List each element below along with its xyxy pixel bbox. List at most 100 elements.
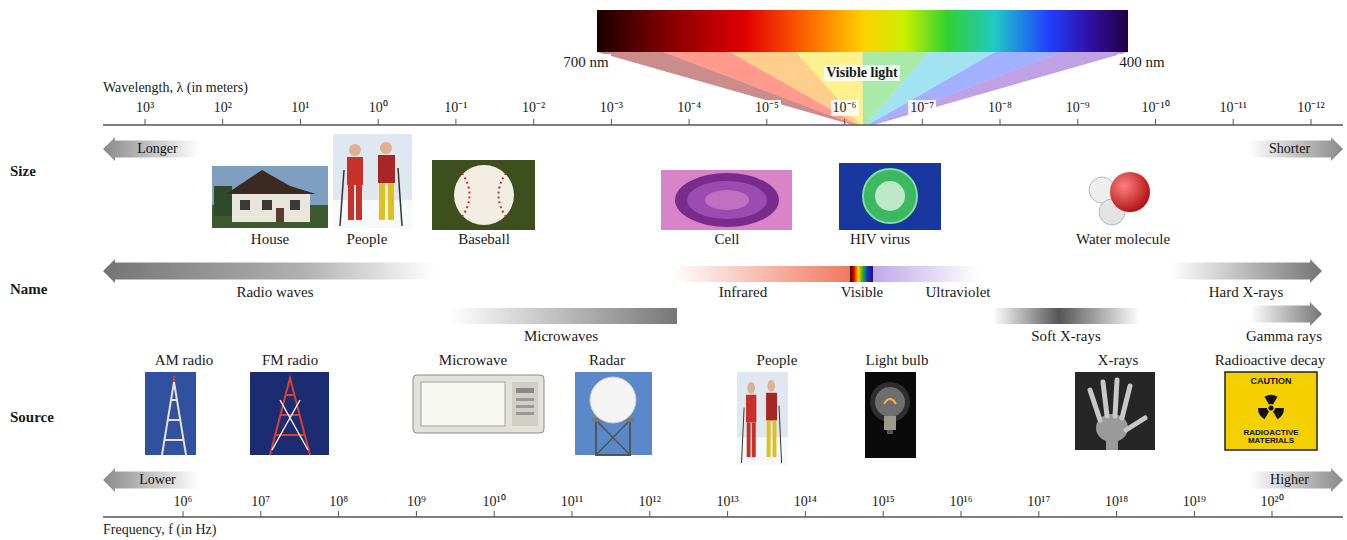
- direction-arrow-fill: [1248, 137, 1343, 161]
- caption: People: [757, 352, 798, 369]
- radar-photo: [590, 377, 636, 423]
- spectrum-band: Hard X-rays: [1170, 259, 1322, 283]
- caption: Hard X-rays: [1209, 284, 1284, 301]
- picture-card: AM radio: [145, 372, 196, 455]
- microwave-oven-photo: [413, 375, 544, 433]
- axis-title: Wavelength, λ (in meters): [103, 80, 248, 96]
- xray-hand-photo: [1106, 440, 1118, 450]
- visible-spectrum-bar: [796, 52, 863, 125]
- row-heading: Name: [10, 281, 48, 298]
- tick-label: 10¹⁰: [481, 494, 508, 510]
- spectrum-band-fill: [1170, 259, 1322, 283]
- microwave-oven-photo: [516, 398, 534, 401]
- cell-photo: [675, 173, 779, 227]
- radiation-sign: [1269, 406, 1274, 411]
- baseball-photo: [454, 165, 514, 225]
- axis-title: Frequency, f (in Hz): [103, 522, 216, 538]
- sign-text: CAUTION: [1251, 376, 1292, 386]
- tick-label: 10²: [212, 100, 234, 116]
- hiv-photo: [863, 169, 917, 223]
- caption: Infrared: [719, 284, 767, 301]
- tick-label: 10⁻¹⁰: [1139, 100, 1171, 116]
- caption: People: [347, 231, 388, 248]
- house-photo: [240, 200, 250, 210]
- tick-label: 10¹²: [637, 494, 663, 510]
- tick-label: 10⁷: [249, 494, 272, 510]
- spectrum-band-shape: [993, 308, 1140, 324]
- baseball-photo: [432, 160, 535, 230]
- wavelength-axis: [145, 119, 1311, 125]
- tick-label: 10¹⁶: [947, 494, 974, 510]
- spectrum-band: Soft X-rays: [993, 308, 1140, 324]
- spectrum-band-fill: [672, 266, 980, 282]
- picture-card: House: [212, 166, 328, 228]
- tick-label: 10²⁰: [1259, 494, 1286, 510]
- spectrum-band-shape: [1250, 302, 1322, 326]
- tick-label: 10⁻⁷: [908, 100, 936, 116]
- frequency-axis: [183, 511, 1272, 517]
- microwave-oven-photo: [512, 382, 538, 426]
- water-molecule-model: [1089, 172, 1150, 225]
- caption: FM radio: [262, 352, 318, 369]
- fm-tower-photo: [250, 372, 329, 455]
- radar-photo: [575, 372, 652, 455]
- spectrum-band: Microwaves: [450, 308, 677, 324]
- caption: Microwaves: [524, 328, 598, 345]
- spectrum-band-shape: [450, 308, 677, 324]
- house-photo: [226, 170, 316, 194]
- house-photo: [290, 200, 300, 210]
- tick-label: 10³: [134, 100, 156, 116]
- picture-card: People: [333, 134, 412, 228]
- house-photo: [214, 186, 232, 216]
- tick-label: 10⁻⁶: [831, 100, 859, 116]
- microwave-oven-photo: [516, 388, 534, 393]
- cell-photo: [687, 181, 767, 219]
- microwave-oven-photo: [516, 405, 534, 408]
- light-bulb-photo: [887, 430, 893, 434]
- spectrum-band: InfraredVisibleUltraviolet: [672, 266, 980, 282]
- cell-photo: [661, 170, 792, 230]
- direction-arrow: Longer: [103, 137, 200, 161]
- light-bulb-photo: [865, 372, 916, 458]
- picture-card: Cell: [661, 170, 792, 230]
- radiation-sign: [1258, 408, 1269, 419]
- tick-label: 10⁻⁴: [675, 100, 703, 116]
- row-heading: Source: [10, 409, 54, 426]
- caption: Radio waves: [236, 284, 313, 301]
- direction-arrow: Higher: [1248, 468, 1343, 492]
- radiation-sign: [1225, 372, 1317, 450]
- caption: Visible: [841, 284, 883, 301]
- picture-card: FM radio: [250, 372, 329, 455]
- microwave-oven-photo: [516, 412, 534, 415]
- caption: Microwave: [439, 352, 507, 369]
- light-bulb-photo: [865, 372, 916, 458]
- caption: Light bulb: [866, 352, 929, 369]
- people-photo: [737, 372, 788, 465]
- caption: Cell: [715, 231, 740, 248]
- tick-label: 10¹: [289, 100, 311, 116]
- am-tower-photo: [145, 372, 196, 455]
- tick-label: 10⁻³: [598, 100, 625, 116]
- wavelength-axis: [103, 124, 1343, 126]
- spectrum-band: Gamma rays: [1250, 302, 1322, 326]
- spectrum-band-shape: [1170, 259, 1322, 283]
- arrow-label: Longer: [137, 141, 177, 156]
- caption: Baseball: [458, 231, 510, 248]
- caption: House: [251, 231, 289, 248]
- tick-label: 10¹⁴: [792, 494, 819, 510]
- water-molecule-model: [1110, 172, 1150, 212]
- spectrum-band: Radio waves: [103, 259, 435, 283]
- direction-arrow-fill: [1248, 468, 1343, 492]
- direction-arrow-fill: [103, 137, 200, 161]
- caption: Soft X-rays: [1031, 328, 1101, 345]
- tick-label: 10⁻²: [520, 100, 547, 116]
- direction-arrow: Shorter: [1248, 137, 1343, 161]
- radiation-sign: [1225, 372, 1317, 450]
- caption: AM radio: [155, 352, 214, 369]
- cell-photo: [661, 170, 792, 230]
- frequency-axis: [103, 511, 1343, 517]
- visible-spectrum-bar: [597, 10, 1128, 52]
- baseball-photo: [462, 173, 470, 217]
- tick-label: 10⁻¹¹: [1218, 100, 1249, 116]
- hiv-photo: [839, 163, 941, 230]
